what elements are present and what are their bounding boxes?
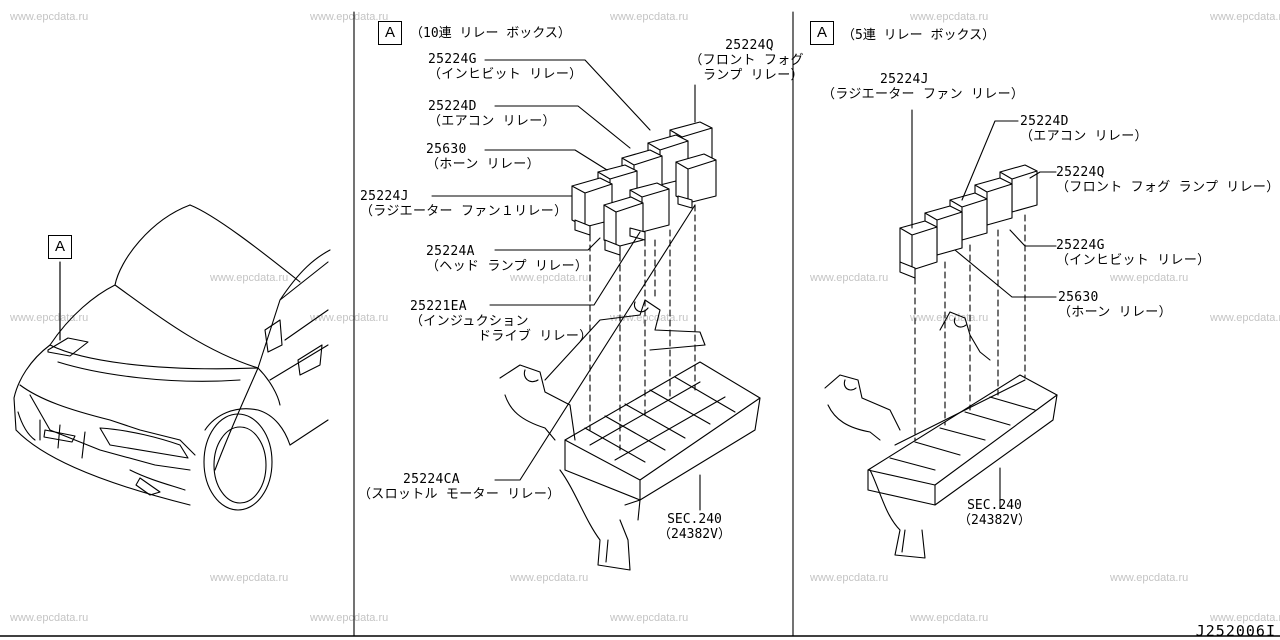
watermark: www.epcdata.ru xyxy=(610,312,689,324)
watermark: www.epcdata.ru xyxy=(310,612,389,624)
watermark: www.epcdata.ru xyxy=(510,572,589,584)
panel-5-marker: A xyxy=(810,21,834,45)
sec-part-number: （24382V） xyxy=(658,527,731,542)
part-code: 25221EA xyxy=(410,299,467,314)
part-label-25630: 25630 （ホーン リレー） xyxy=(1058,290,1172,320)
part-code: 25630 xyxy=(426,142,467,157)
sec-reference-10: SEC.240 （24382V） xyxy=(658,512,731,542)
relay-box-10-illustration xyxy=(499,121,761,571)
part-label-25224D: 25224D （エアコン リレー） xyxy=(428,99,556,129)
watermark: www.epcdata.ru xyxy=(10,612,89,624)
sec-number: SEC.240 xyxy=(967,498,1022,513)
part-label-25221EA: 25221EA （インジュクション ドライブ リレー） xyxy=(410,299,593,344)
drop-lines xyxy=(589,204,696,451)
part-desc: （エアコン リレー） xyxy=(1020,129,1148,144)
watermark: www.epcdata.ru xyxy=(10,11,89,23)
part-code: 25224A xyxy=(426,244,475,259)
relay-box-5-illustration xyxy=(824,164,1058,559)
watermark: www.epcdata.ru xyxy=(1210,312,1280,324)
part-desc: （フロント フォグ ランプ リレー） xyxy=(1056,180,1280,195)
panel-10-marker: A xyxy=(378,21,402,45)
part-desc: （ラジエーター ファン リレー） xyxy=(822,87,1025,102)
part-label-25224J: 25224J （ラジエーター ファン１リレー） xyxy=(360,189,567,219)
part-desc: （フロント フォグ xyxy=(689,53,804,68)
part-label-25224Q: 25224Q （フロント フォグ ランプ リレー） xyxy=(1056,165,1280,195)
part-code: 25224J xyxy=(360,189,409,204)
part-desc: （インヒビット リレー） xyxy=(428,67,583,82)
part-label-25224J: 25224J （ラジエーター ファン リレー） xyxy=(822,72,1024,102)
watermark: www.epcdata.ru xyxy=(510,272,589,284)
watermark: www.epcdata.ru xyxy=(310,11,389,23)
part-desc: （スロットル モーター リレー） xyxy=(358,487,561,502)
watermark: www.epcdata.ru xyxy=(1210,612,1280,624)
sec-part-number: （24382V） xyxy=(958,513,1031,528)
watermark: www.epcdata.ru xyxy=(310,312,389,324)
part-desc: （インヒビット リレー） xyxy=(1056,253,1211,268)
drop-lines xyxy=(914,214,1026,441)
sec-reference-5: SEC.240 （24382V） xyxy=(958,498,1031,528)
watermark: www.epcdata.ru xyxy=(910,312,989,324)
watermark: www.epcdata.ru xyxy=(210,272,289,284)
part-code: 25630 xyxy=(1058,290,1099,305)
part-label-25224D: 25224D （エアコン リレー） xyxy=(1020,114,1148,144)
watermark: www.epcdata.ru xyxy=(910,11,989,23)
watermark: www.epcdata.ru xyxy=(810,272,889,284)
part-label-25224Q: 25224Q （フロント フォグ ランプ リレー） xyxy=(633,38,804,83)
part-code: 25224G xyxy=(428,52,477,67)
part-desc: （ホーン リレー） xyxy=(1058,305,1172,320)
watermark: www.epcdata.ru xyxy=(210,572,289,584)
part-desc: （インジュクション xyxy=(410,314,529,329)
panel-5-title: （5連 リレー ボックス） xyxy=(842,28,996,43)
relay-cubes xyxy=(571,121,717,256)
part-label-25224A: 25224A （ヘッド ランプ リレー） xyxy=(426,244,588,274)
part-desc: （ラジエーター ファン１リレー） xyxy=(360,204,568,219)
panel-10-title: （10連 リレー ボックス） xyxy=(410,26,571,41)
watermark: www.epcdata.ru xyxy=(610,612,689,624)
part-code: 25224Q xyxy=(1056,165,1105,180)
drawing-code: J252006I xyxy=(1195,622,1276,640)
watermark: www.epcdata.ru xyxy=(1110,572,1189,584)
part-code: 25224J xyxy=(880,72,929,87)
part-desc: （エアコン リレー） xyxy=(428,114,556,129)
part-desc: ドライブ リレー） xyxy=(478,329,593,344)
leader-lines-5 xyxy=(911,109,1057,509)
leader-lines-10 xyxy=(431,59,701,511)
relay-cubes xyxy=(899,164,1038,279)
part-label-25224G: 25224G （インヒビット リレー） xyxy=(1056,238,1210,268)
watermark: www.epcdata.ru xyxy=(810,572,889,584)
watermark: www.epcdata.ru xyxy=(1110,272,1189,284)
part-desc: （ヘッド ランプ リレー） xyxy=(426,259,589,274)
part-label-25630: 25630 （ホーン リレー） xyxy=(426,142,540,172)
car-illustration xyxy=(13,204,331,511)
part-label-25224CA: 25224CA （スロットル モーター リレー） xyxy=(358,472,560,502)
part-desc: ランプ リレー） xyxy=(703,68,804,83)
part-desc: （ホーン リレー） xyxy=(426,157,540,172)
part-code: 25224D xyxy=(428,99,477,114)
car-section-marker: A xyxy=(48,235,72,259)
part-code: 25224G xyxy=(1056,238,1105,253)
watermark: www.epcdata.ru xyxy=(910,612,989,624)
part-code: 25224CA xyxy=(403,472,460,487)
part-code: 25224Q xyxy=(725,38,774,53)
part-code: 25224D xyxy=(1020,114,1069,129)
watermark: www.epcdata.ru xyxy=(610,11,689,23)
sec-number: SEC.240 xyxy=(667,512,722,527)
part-label-25224G: 25224G （インヒビット リレー） xyxy=(428,52,582,82)
watermark: www.epcdata.ru xyxy=(1210,11,1280,23)
